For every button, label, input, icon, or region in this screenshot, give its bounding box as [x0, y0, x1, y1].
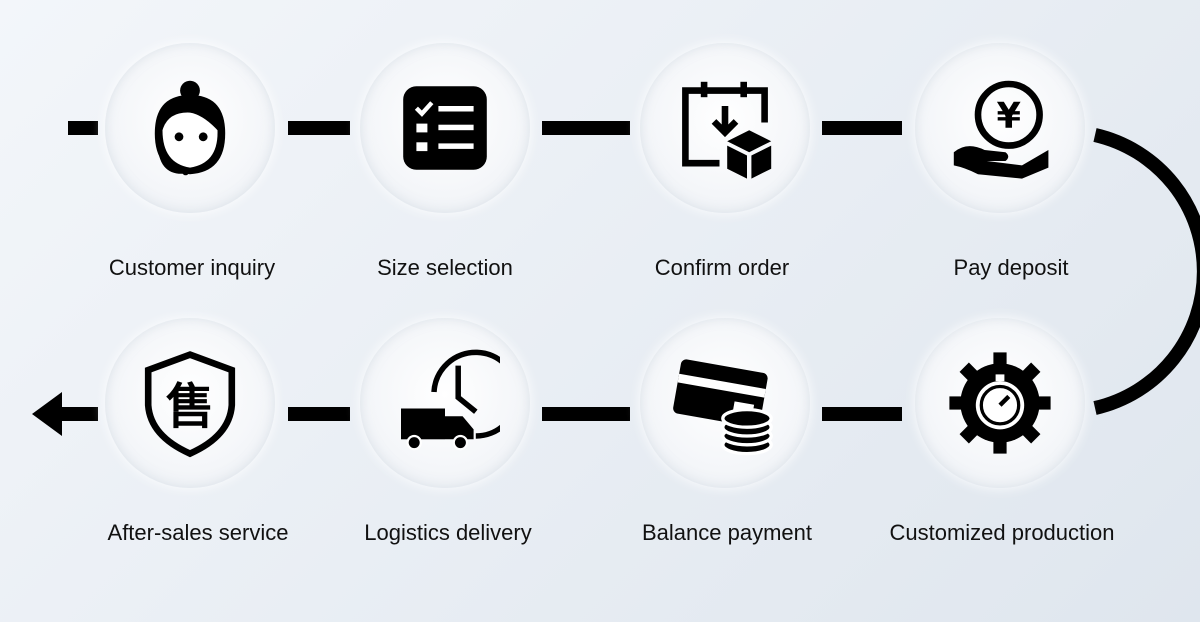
truck-clock-icon [401, 349, 500, 451]
step-customer-inquiry [105, 43, 275, 213]
step-label: Customer inquiry [108, 255, 276, 280]
svg-text:¥: ¥ [997, 96, 1022, 137]
step-label: Pay deposit [953, 255, 1069, 280]
step-customized-production [915, 318, 1085, 488]
customer-service-icon [154, 80, 226, 176]
step-label: After-sales service [107, 520, 289, 545]
connector [822, 121, 902, 135]
calendar-box-icon [682, 81, 772, 179]
gear-stopwatch-icon [949, 352, 1051, 454]
step-confirm-order [640, 43, 810, 213]
step-label: Balance payment [642, 520, 812, 545]
step-label: Logistics delivery [364, 520, 532, 545]
step-logistics-delivery [360, 318, 530, 488]
step-label: Confirm order [654, 255, 790, 280]
shield-character: 售 [166, 379, 214, 435]
card-coins-icon [673, 359, 773, 456]
step-after-sales-service: 售 [105, 318, 275, 488]
connector [288, 407, 350, 421]
step-balance-payment [640, 318, 810, 488]
shield-icon: 售 [144, 351, 236, 458]
connector [542, 121, 630, 135]
arrow-left-icon [32, 392, 98, 436]
step-pay-deposit: ¥ [915, 43, 1085, 213]
step-label: Size selection [377, 255, 513, 280]
connector [822, 407, 902, 421]
connector [288, 121, 350, 135]
step-size-selection [360, 43, 530, 213]
step-label: Customized production [889, 520, 1115, 545]
connector [542, 407, 630, 421]
yen-hand-icon: ¥ [953, 80, 1049, 179]
checklist-icon [403, 86, 487, 170]
connector [68, 121, 98, 135]
